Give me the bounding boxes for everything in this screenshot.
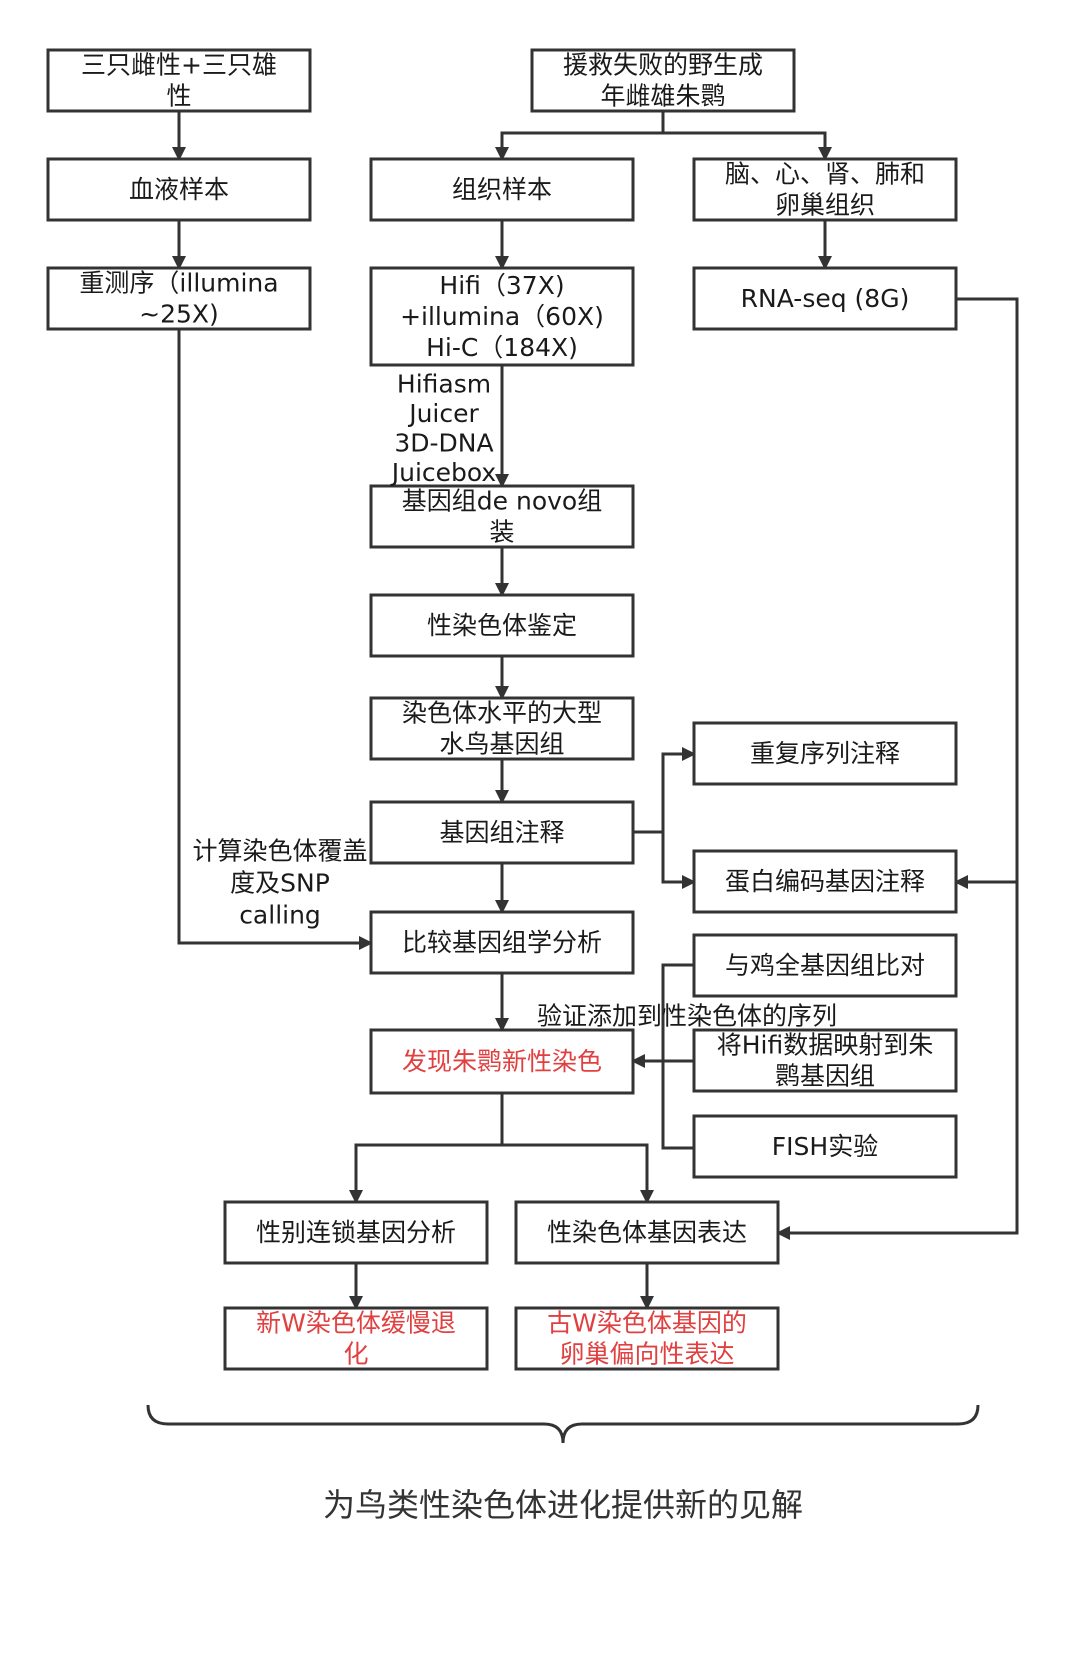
node-label: 蛋白编码基因注释: [725, 867, 925, 896]
edge-label-verify: 验证添加到性染色体的序列: [537, 1002, 837, 1031]
node-label: +illumina（60X): [400, 302, 604, 331]
node-protein-gene-annotation: 蛋白编码基因注释: [692, 849, 958, 914]
node-label: Hifi（37X): [439, 271, 564, 300]
edge-wild-to-organs: [663, 131, 832, 161]
node-sex-linked-analysis: 性别连锁基因分析: [223, 1200, 489, 1265]
node-label: 卵巢组织: [775, 191, 875, 220]
node-fish-experiment: FISH实验: [692, 1114, 958, 1179]
node-repeat-annotation: 重复序列注释: [692, 721, 958, 786]
node-label: 年雌雄朱鹮: [600, 82, 725, 111]
node-label: 基因组注释: [439, 818, 564, 847]
node-label: 装: [489, 518, 514, 547]
node-label: 染色体水平的大型: [402, 699, 602, 728]
node-sex-chrom-expression: 性染色体基因表达: [514, 1200, 780, 1265]
edge-rnaseq-to-expression: [776, 882, 1019, 1240]
node-label: 新W染色体缓慢退: [256, 1309, 456, 1338]
node-label: 化: [343, 1340, 368, 1369]
edge-annot-to-repeat: [633, 747, 696, 834]
summary-brace: [146, 1404, 980, 1444]
node-label: 与鸡全基因组比对: [725, 951, 925, 980]
node-hifi-illumina-hic: Hifi（37X)+illumina（60X)Hi-C（184X): [369, 266, 635, 367]
node-label: 重测序（illumina: [79, 269, 278, 298]
node-label: 血液样本: [129, 175, 229, 204]
node-label: 性: [166, 82, 191, 111]
edge-newsex-split: [349, 1093, 504, 1204]
node-genome-annotation: 基因组注释: [369, 800, 635, 865]
edge-label-coverage-snp: 计算染色体覆盖: [192, 837, 367, 866]
edge-wild-to-tissue: [495, 111, 665, 161]
edges: [172, 111, 1019, 1310]
node-resequencing: 重测序（illumina~25X): [46, 266, 312, 331]
node-blood-sample: 血液样本: [46, 157, 312, 222]
edge-label-coverage-snp: 度及SNP: [230, 869, 330, 898]
node-label: 鹮基因组: [775, 1062, 875, 1091]
node-label: 援救失败的野生成: [563, 51, 763, 80]
node-label: 卵巢偏向性表达: [559, 1340, 734, 1369]
node-label: 发现朱鹮新性染色: [402, 1047, 602, 1076]
edge-chicken-join: [661, 963, 694, 1150]
edge-label-tools: Hifiasm: [397, 370, 491, 399]
edge-label-tools: Juicer: [407, 399, 479, 428]
edge-label-coverage-snp: calling: [239, 901, 321, 930]
node-label: 脑、心、肾、肺和: [725, 160, 925, 189]
node-chicken-alignment: 与鸡全基因组比对: [692, 933, 958, 998]
edge-newsex-to-expression: [502, 1143, 654, 1204]
edge-reseq-to-compare: [177, 329, 373, 950]
node-label: ~25X): [139, 300, 219, 329]
node-label: 重复序列注释: [750, 739, 900, 768]
node-label: 将Hifi数据映射到朱: [717, 1031, 934, 1060]
node-label: FISH实验: [772, 1132, 878, 1161]
edge-annot-to-protein: [661, 832, 696, 889]
node-label: RNA-seq (8G): [741, 284, 910, 313]
node-label: 性染色体鉴定: [427, 611, 577, 640]
node-tissue-sample: 组织样本: [369, 157, 635, 222]
node-label: 性别连锁基因分析: [256, 1218, 456, 1247]
boxes: 三只雌性+三只雄性援救失败的野生成年雌雄朱鹮血液样本组织样本脑、心、肾、肺和卵巢…: [46, 48, 958, 1371]
node-label: 性染色体基因表达: [547, 1218, 747, 1247]
edge-label-tools: Juicebox: [390, 458, 496, 487]
edge-rnaseq-to-protein: [954, 297, 1019, 889]
node-label: 组织样本: [452, 175, 552, 204]
node-new-sex-chrom: 发现朱鹮新性染色: [369, 1028, 635, 1095]
conclusion-text: 为鸟类性染色体进化提供新的见解: [323, 1486, 803, 1524]
node-label: Hi-C（184X): [426, 333, 578, 362]
node-rna-seq: RNA-seq (8G): [692, 266, 958, 331]
node-label: 三只雌性+三只雄: [81, 51, 277, 80]
node-label: 古W染色体基因的: [547, 1309, 747, 1338]
edge-label-tools: 3D-DNA: [394, 429, 493, 458]
node-label: 比较基因组学分析: [402, 928, 602, 957]
node-label: 基因组de novo组: [402, 487, 602, 516]
node-label: 水鸟基因组: [439, 730, 564, 759]
node-comparative-genomics: 比较基因组学分析: [369, 910, 635, 975]
node-sex-chrom-id: 性染色体鉴定: [369, 593, 635, 658]
